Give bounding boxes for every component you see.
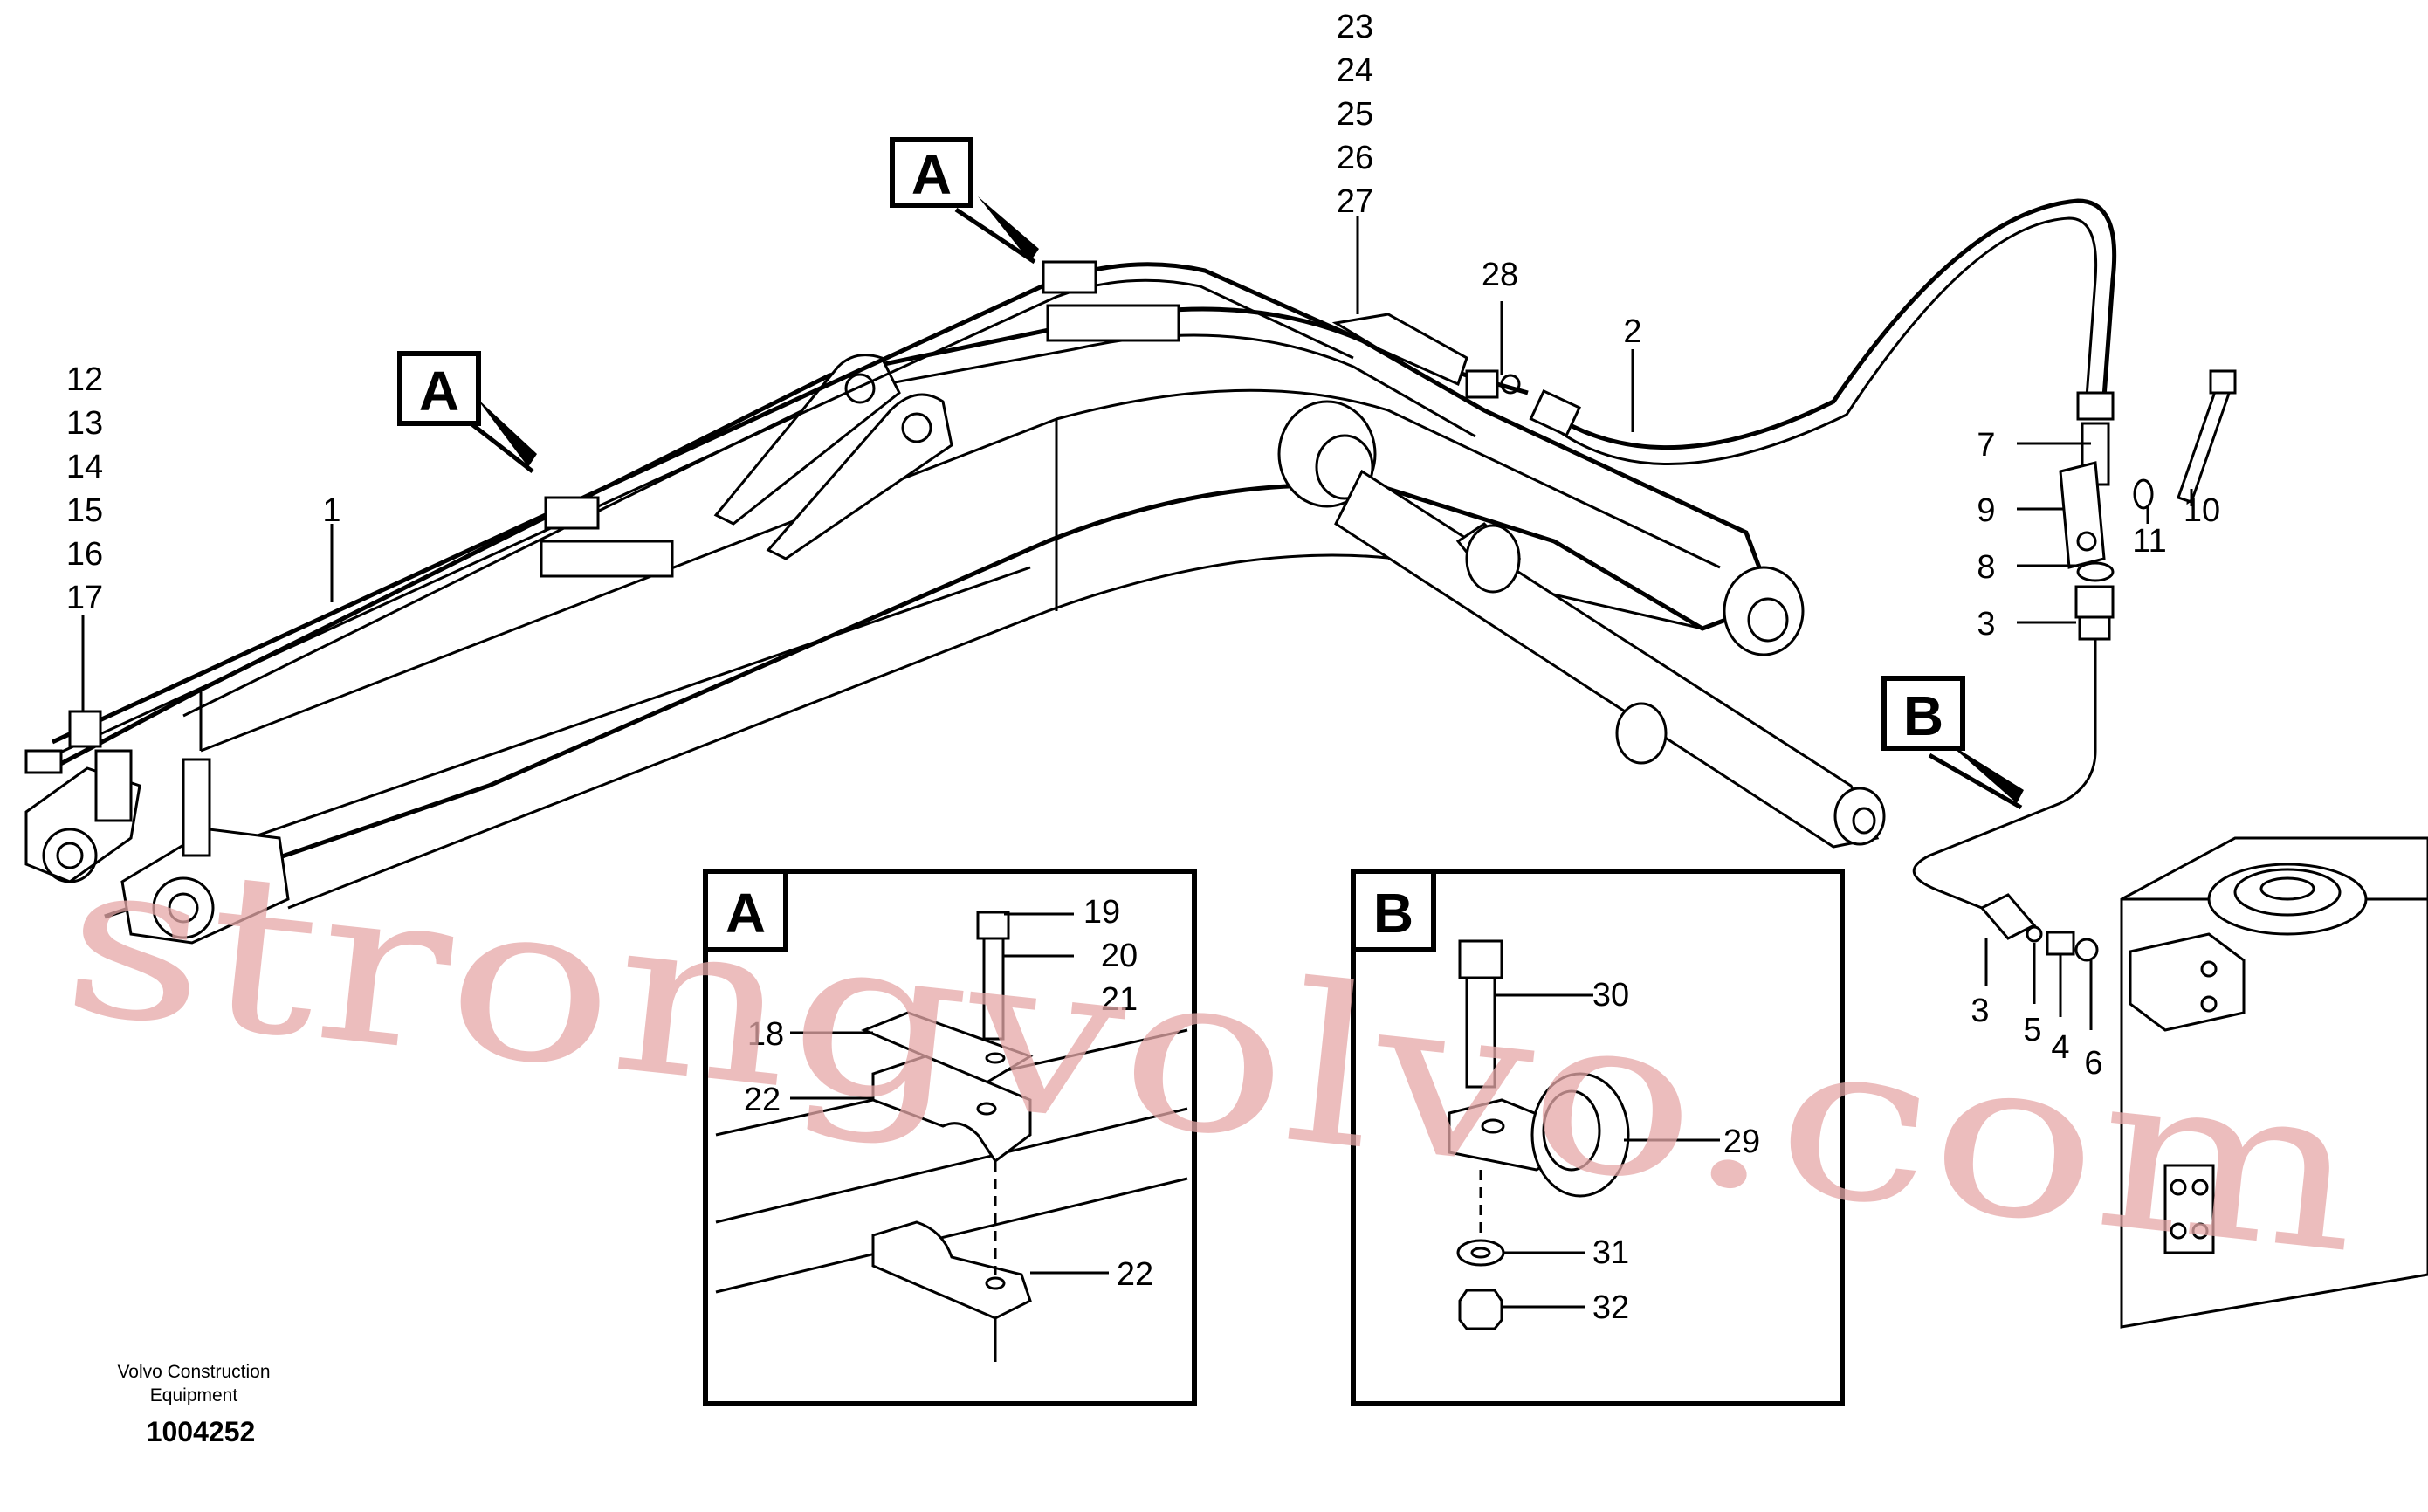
callout-16: 16: [66, 536, 103, 573]
callout-3: 3: [1977, 606, 1995, 643]
boom-assembly: [24, 306, 1886, 945]
callout-2: 2: [1623, 313, 1641, 350]
hose-2: [1529, 198, 2117, 466]
callout-27: 27: [1337, 183, 1373, 220]
footer-company-line2: Equipment: [150, 1385, 238, 1405]
callout-29: 29: [1723, 1124, 1760, 1160]
callout-box-b: B: [1881, 676, 1965, 751]
callout-1: 1: [322, 492, 340, 529]
callout-21: 21: [1101, 981, 1138, 1018]
callout-28: 28: [1482, 257, 1518, 293]
callout-8: 8: [1977, 549, 1995, 586]
callout-11: 11: [2132, 523, 2166, 560]
callout-numbers: 23 24 25 26 27 28 2 12 13 14 15 16 17 1 …: [66, 9, 2220, 1326]
callout-4: 4: [2051, 1029, 2069, 1066]
callout-box-a-1: A: [397, 351, 481, 426]
callout-13: 13: [66, 405, 103, 442]
callout-31: 31: [1592, 1234, 1629, 1271]
box-letter-a: A: [419, 360, 459, 423]
footer-company-line1: Volvo Construction: [117, 1362, 270, 1382]
connection-parts: [1912, 369, 2237, 962]
box-letter-b: B: [1903, 684, 1943, 747]
watermark: strongvolvo.com: [53, 808, 2372, 1302]
callout-19: 19: [1083, 894, 1120, 931]
callout-10: 10: [2184, 492, 2220, 529]
leader-lines: [81, 196, 2193, 1030]
callout-6: 6: [2084, 1045, 2102, 1082]
callout-18: 18: [747, 1016, 784, 1053]
hydraulic-tank: [2120, 836, 2428, 1329]
drawing-number: 1004252: [147, 1416, 256, 1447]
callout-box-a-2: A: [890, 137, 973, 208]
detail-a-label: A: [726, 882, 766, 945]
detail-b-label: B: [1373, 882, 1413, 945]
footer: Volvo Construction Equipment 1004252: [117, 1362, 270, 1447]
box-letter-a: A: [911, 143, 952, 206]
callout-9: 9: [1977, 492, 1995, 529]
callout-12: 12: [66, 361, 103, 398]
callout-22: 22: [744, 1082, 781, 1118]
callout-5: 5: [2023, 1012, 2041, 1048]
callout-3: 3: [1971, 993, 1989, 1029]
callout-17: 17: [66, 580, 103, 616]
callout-24: 24: [1337, 52, 1373, 89]
callout-7: 7: [1977, 427, 1995, 464]
callout-23: 23: [1337, 9, 1373, 45]
callout-20: 20: [1101, 938, 1138, 974]
callout-25: 25: [1337, 96, 1373, 133]
callout-30: 30: [1592, 977, 1629, 1014]
callout-15: 15: [66, 492, 103, 529]
callout-22: 22: [1117, 1256, 1153, 1293]
detail-panel-b: B: [1351, 869, 1845, 1406]
callout-26: 26: [1337, 140, 1373, 176]
callout-32: 32: [1592, 1289, 1629, 1326]
detail-panel-a: A: [703, 869, 1197, 1406]
hydraulic-line-1: [24, 260, 1529, 774]
callout-14: 14: [66, 449, 103, 485]
